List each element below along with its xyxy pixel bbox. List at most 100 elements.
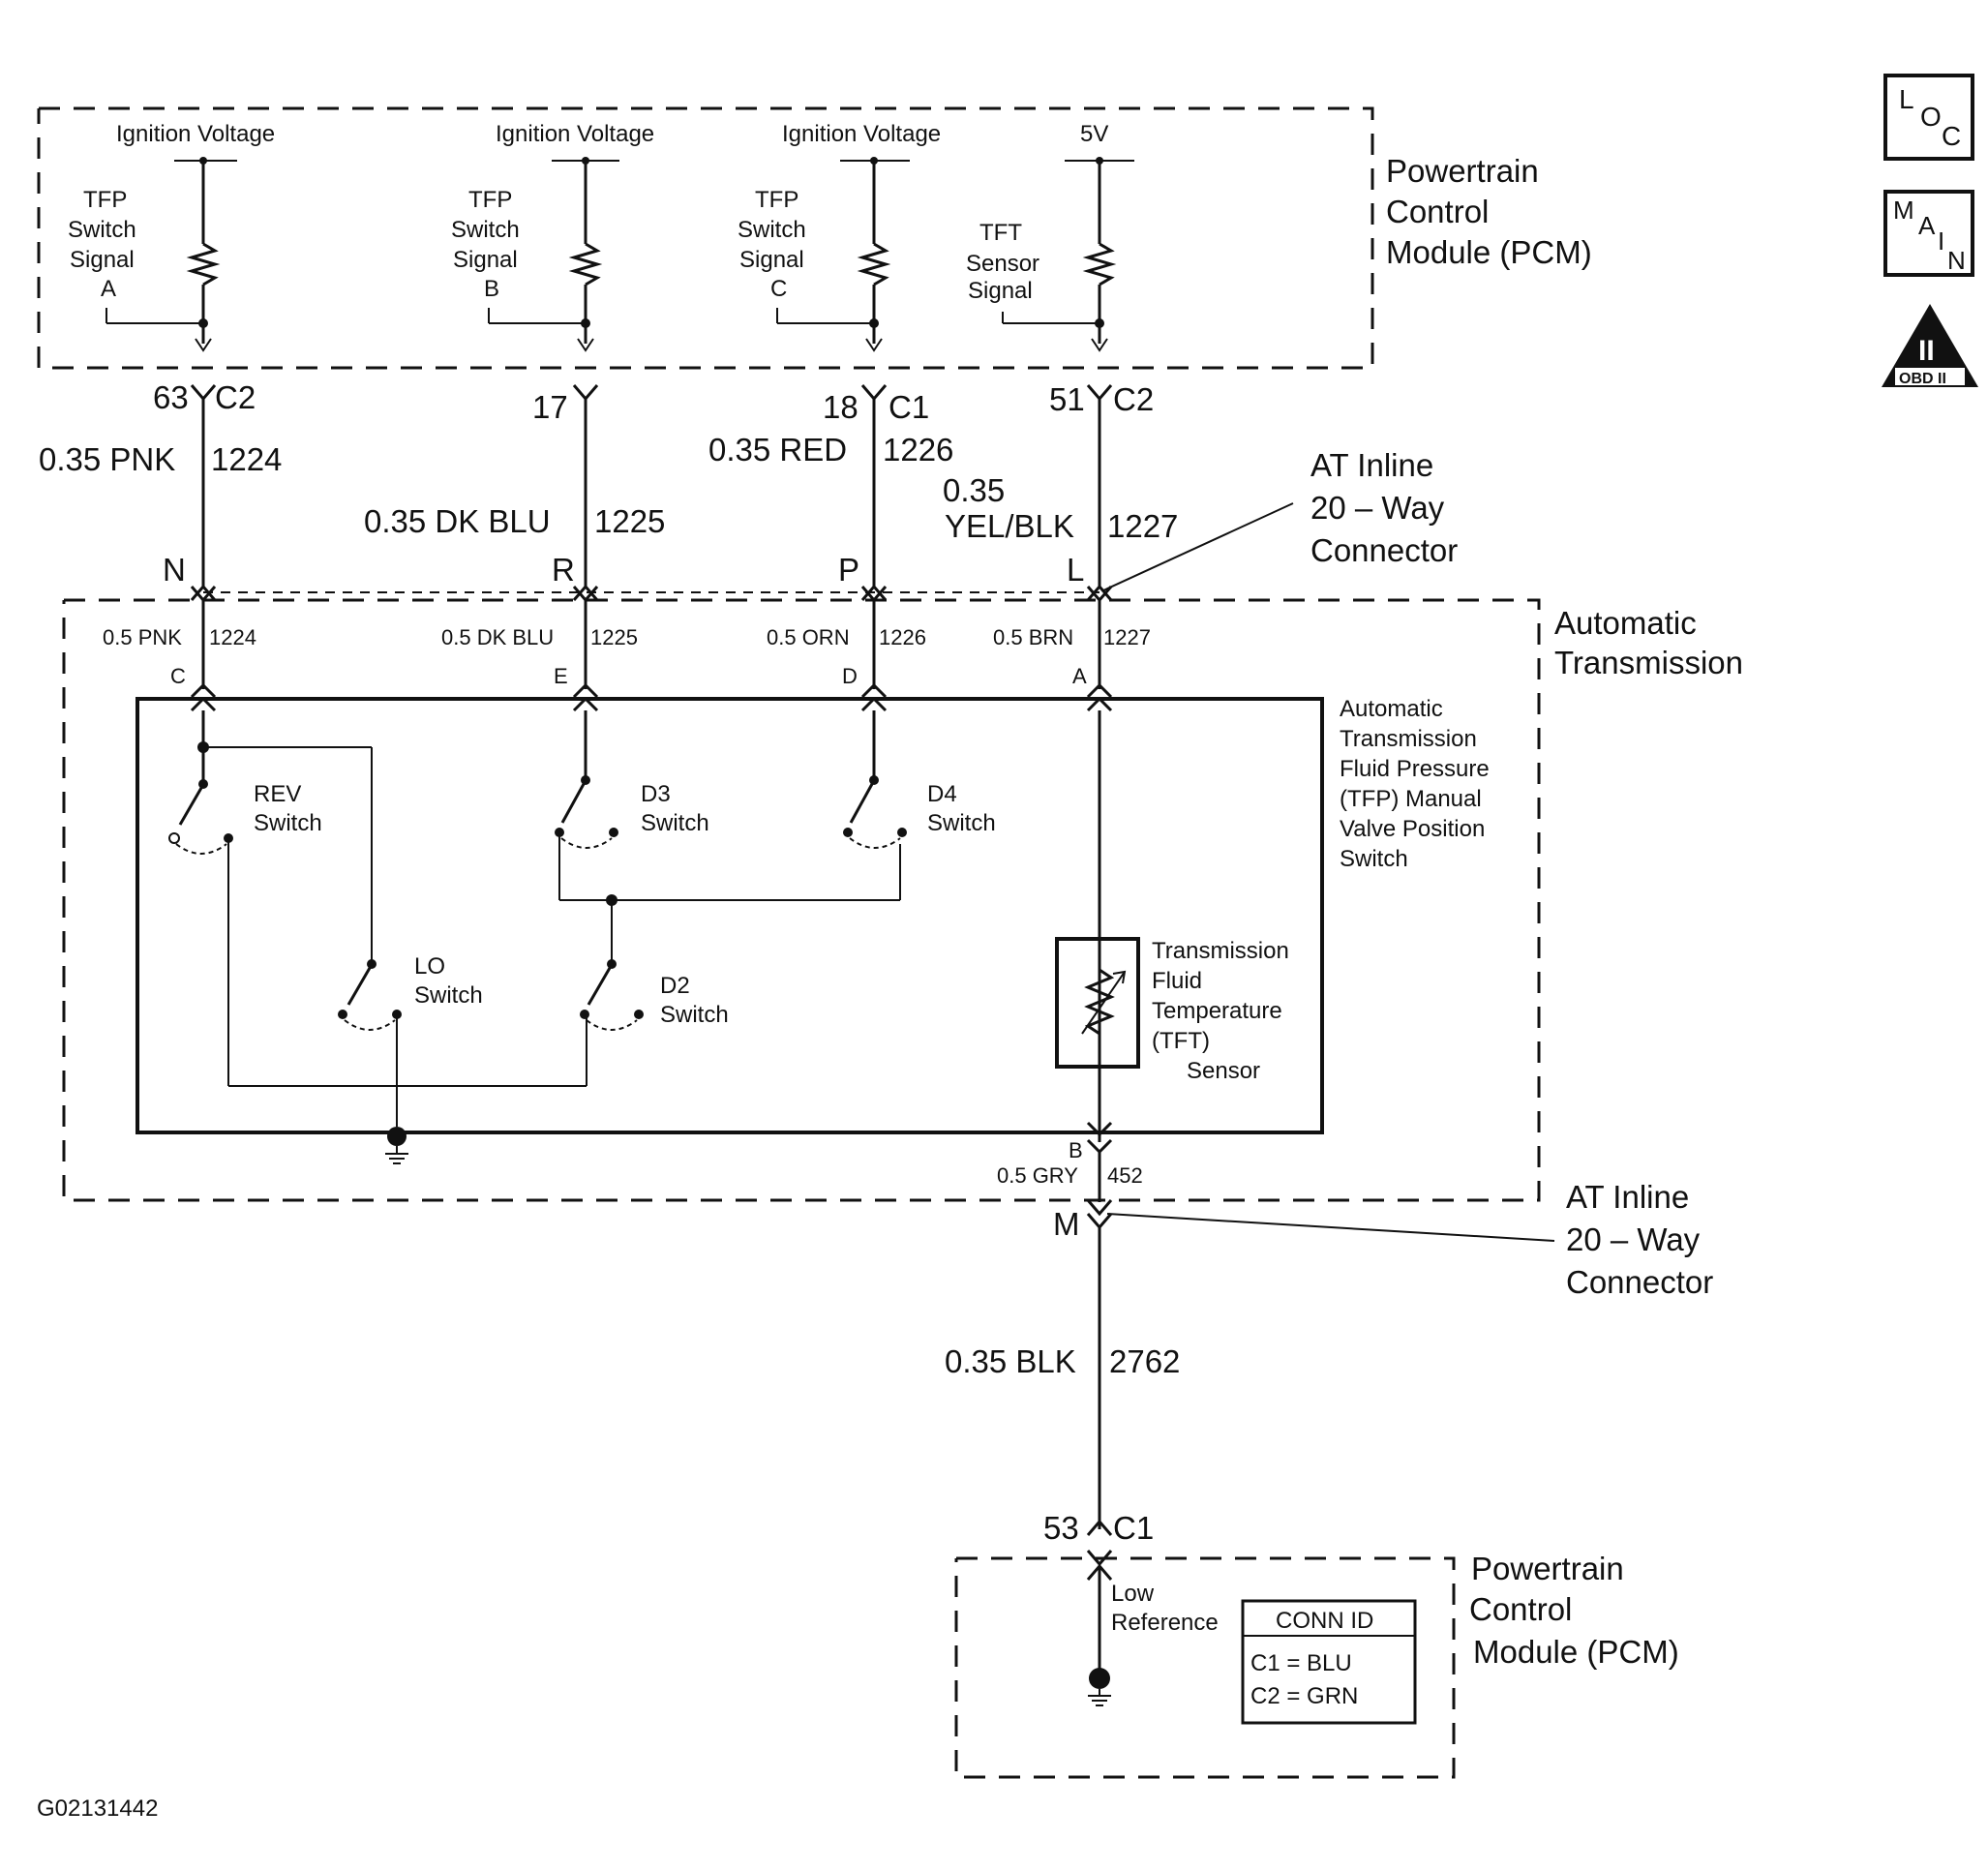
trans-wire-circuit-1226: 1226 xyxy=(879,625,926,649)
inline-pin-l: L xyxy=(1067,552,1084,588)
svg-text:D2: D2 xyxy=(660,973,690,999)
figure-id: G02131442 xyxy=(37,1795,158,1822)
pcm-conn-c2-b: C2 xyxy=(1113,381,1154,417)
trans-wire-circuit-1225: 1225 xyxy=(590,625,638,649)
trans-wire-circuit-1227: 1227 xyxy=(1103,625,1151,649)
supply-label-3: Ignition Voltage xyxy=(782,121,941,147)
tft-connector-b-icon xyxy=(1086,1121,1113,1137)
wire-2762-color: 0.35 BLK xyxy=(945,1343,1076,1379)
svg-text:Switch: Switch xyxy=(927,810,996,836)
low-reference-circuit: Low Reference xyxy=(1086,1563,1219,1706)
inline-connector-title-3a: Connector xyxy=(1310,532,1458,568)
svg-text:Transmission: Transmission xyxy=(1152,938,1289,964)
signal-label-tft: TFT Sensor Signal xyxy=(966,220,1039,304)
inline-connector-title-2a: 20 – Way xyxy=(1310,490,1445,526)
svg-text:TFT: TFT xyxy=(979,220,1022,246)
inline-pin-n: N xyxy=(163,552,186,588)
svg-text:Switch: Switch xyxy=(1340,846,1408,872)
inline-pin-r: R xyxy=(552,552,575,588)
wire-452-circuit: 452 xyxy=(1107,1163,1143,1188)
tfp-switch-assembly xyxy=(136,697,1324,1134)
svg-text:Automatic: Automatic xyxy=(1340,696,1443,722)
svg-text:D4: D4 xyxy=(927,781,957,807)
pull-up-resistor-2 xyxy=(488,157,603,352)
conn-id-table: CONN ID C1 = BLU C2 = GRN xyxy=(1241,1599,1417,1725)
supply-label-4: 5V xyxy=(1080,121,1108,147)
pcm-top-title-line-3: Module (PCM) xyxy=(1386,234,1592,270)
wire-452-color: 0.5 GRY xyxy=(997,1163,1078,1188)
svg-text:Sensor: Sensor xyxy=(966,251,1039,277)
wire-color-pnk: 0.35 PNK xyxy=(39,441,175,477)
pcm-top-module: Powertrain Control Module (PCM) xyxy=(37,106,1592,370)
wire-color-yel-blk-line-1: 0.35 xyxy=(943,472,1005,508)
wire-color-red: 0.35 RED xyxy=(708,432,847,468)
trans-pin-d: D xyxy=(842,664,858,688)
svg-text:O: O xyxy=(1920,102,1942,132)
wire-circuit-1225: 1225 xyxy=(594,503,665,539)
signal-label-c: TFP Switch Signal C xyxy=(738,187,806,302)
pcm-pin-63: 63 xyxy=(153,379,189,415)
signal-label-b: TFP Switch Signal B xyxy=(451,187,520,302)
pcm-top-title-line-1: Powertrain xyxy=(1386,153,1539,189)
ground-icon xyxy=(385,1127,408,1164)
main-icon[interactable]: M A I N xyxy=(1883,190,1974,277)
loc-icon[interactable]: L O C xyxy=(1883,74,1974,161)
svg-text:B: B xyxy=(484,276,499,302)
wire-circuit-1226: 1226 xyxy=(883,432,953,468)
svg-text:TFP: TFP xyxy=(83,187,127,213)
trans-wire-circuit-1224: 1224 xyxy=(209,625,256,649)
pcm-bottom-title-line-2: Control xyxy=(1469,1591,1572,1627)
trans-pin-c: C xyxy=(170,664,186,688)
conn-id-row-1: C1 = BLU xyxy=(1250,1650,1352,1676)
svg-text:Valve Position: Valve Position xyxy=(1340,816,1485,842)
svg-text:C: C xyxy=(1942,121,1961,151)
svg-text:II: II xyxy=(1918,335,1935,367)
svg-text:Switch: Switch xyxy=(68,217,136,243)
wire-2762-circuit: 2762 xyxy=(1109,1343,1180,1379)
svg-text:Switch: Switch xyxy=(738,217,806,243)
svg-text:Low: Low xyxy=(1111,1581,1155,1607)
inline-connector-title-1b: AT Inline xyxy=(1566,1179,1689,1215)
svg-text:Switch: Switch xyxy=(660,1002,729,1028)
transmission-title-line-1: Automatic xyxy=(1554,605,1697,641)
d2-switch: D2 Switch xyxy=(580,900,729,1031)
obd-ii-icon[interactable]: II OBD II xyxy=(1882,304,1978,387)
pcm-pin-17: 17 xyxy=(532,389,568,425)
tft-sensor: Transmission Fluid Temperature (TFT) Sen… xyxy=(1055,710,1289,1142)
d4-switch: D4 Switch xyxy=(843,710,996,900)
svg-text:I: I xyxy=(1938,226,1944,256)
inline-pin-m: M xyxy=(1053,1206,1080,1242)
pull-up-resistor-3 xyxy=(776,157,891,352)
supply-label-1: Ignition Voltage xyxy=(116,121,275,147)
svg-text:Fluid Pressure: Fluid Pressure xyxy=(1340,756,1490,782)
wire-circuit-1224: 1224 xyxy=(211,441,282,477)
svg-text:Switch: Switch xyxy=(641,810,709,836)
svg-text:TFP: TFP xyxy=(755,187,798,213)
pcm-conn-c1-a: C1 xyxy=(889,389,929,425)
svg-text:Switch: Switch xyxy=(254,810,322,836)
pcm-pin-53: 53 xyxy=(1043,1510,1079,1546)
svg-text:LO: LO xyxy=(414,953,445,980)
wire-color-dk-blu: 0.35 DK BLU xyxy=(364,503,551,539)
trans-pin-e: E xyxy=(554,664,568,688)
svg-text:N: N xyxy=(1947,246,1966,275)
svg-text:TFP: TFP xyxy=(468,187,512,213)
transmission-title-line-2: Transmission xyxy=(1554,645,1743,680)
svg-text:M: M xyxy=(1893,196,1914,225)
inline-pin-p: P xyxy=(838,552,859,588)
svg-text:Fluid: Fluid xyxy=(1152,968,1202,994)
svg-text:Sensor: Sensor xyxy=(1187,1058,1260,1084)
pcm-bottom-title-line-3: Module (PCM) xyxy=(1473,1634,1679,1670)
pcm-conn-c1-b: C1 xyxy=(1113,1510,1154,1546)
pull-up-resistor-4 xyxy=(1002,157,1117,352)
pcm-connector-pins xyxy=(190,384,1113,402)
tfp-switch-assembly-label: Automatic Transmission Fluid Pressure (T… xyxy=(1340,696,1490,872)
at-inline-connector-top xyxy=(190,502,1294,603)
pcm-pin-18: 18 xyxy=(823,389,858,425)
inline-connector-title-1a: AT Inline xyxy=(1310,447,1433,483)
supply-label-2: Ignition Voltage xyxy=(496,121,654,147)
svg-text:(TFP) Manual: (TFP) Manual xyxy=(1340,786,1482,812)
svg-text:Signal: Signal xyxy=(70,247,135,273)
signal-label-a: TFP Switch Signal A xyxy=(68,187,136,302)
